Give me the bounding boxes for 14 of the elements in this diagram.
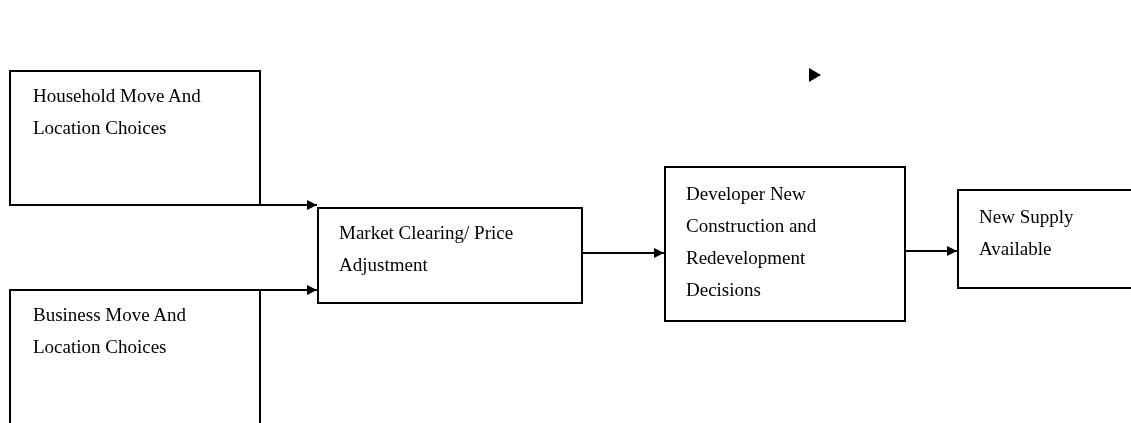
box-label: Market Clearing/ Price Adjustment	[339, 221, 515, 277]
process-box	[664, 166, 906, 322]
process-box	[957, 189, 1131, 289]
box-label: Business Move And Location Choices	[33, 303, 188, 359]
box-label: Developer New Construction and Redevelopment Decisions	[686, 182, 818, 302]
process-box	[317, 207, 583, 304]
box-label: New Supply Available	[979, 205, 1075, 261]
arrow	[582, 248, 665, 258]
arrow	[905, 246, 958, 256]
arrow	[260, 200, 318, 210]
arrow	[260, 285, 318, 295]
process-box	[9, 289, 261, 423]
process-box	[9, 70, 261, 206]
box-label: Household Move And Location Choices	[33, 84, 202, 140]
